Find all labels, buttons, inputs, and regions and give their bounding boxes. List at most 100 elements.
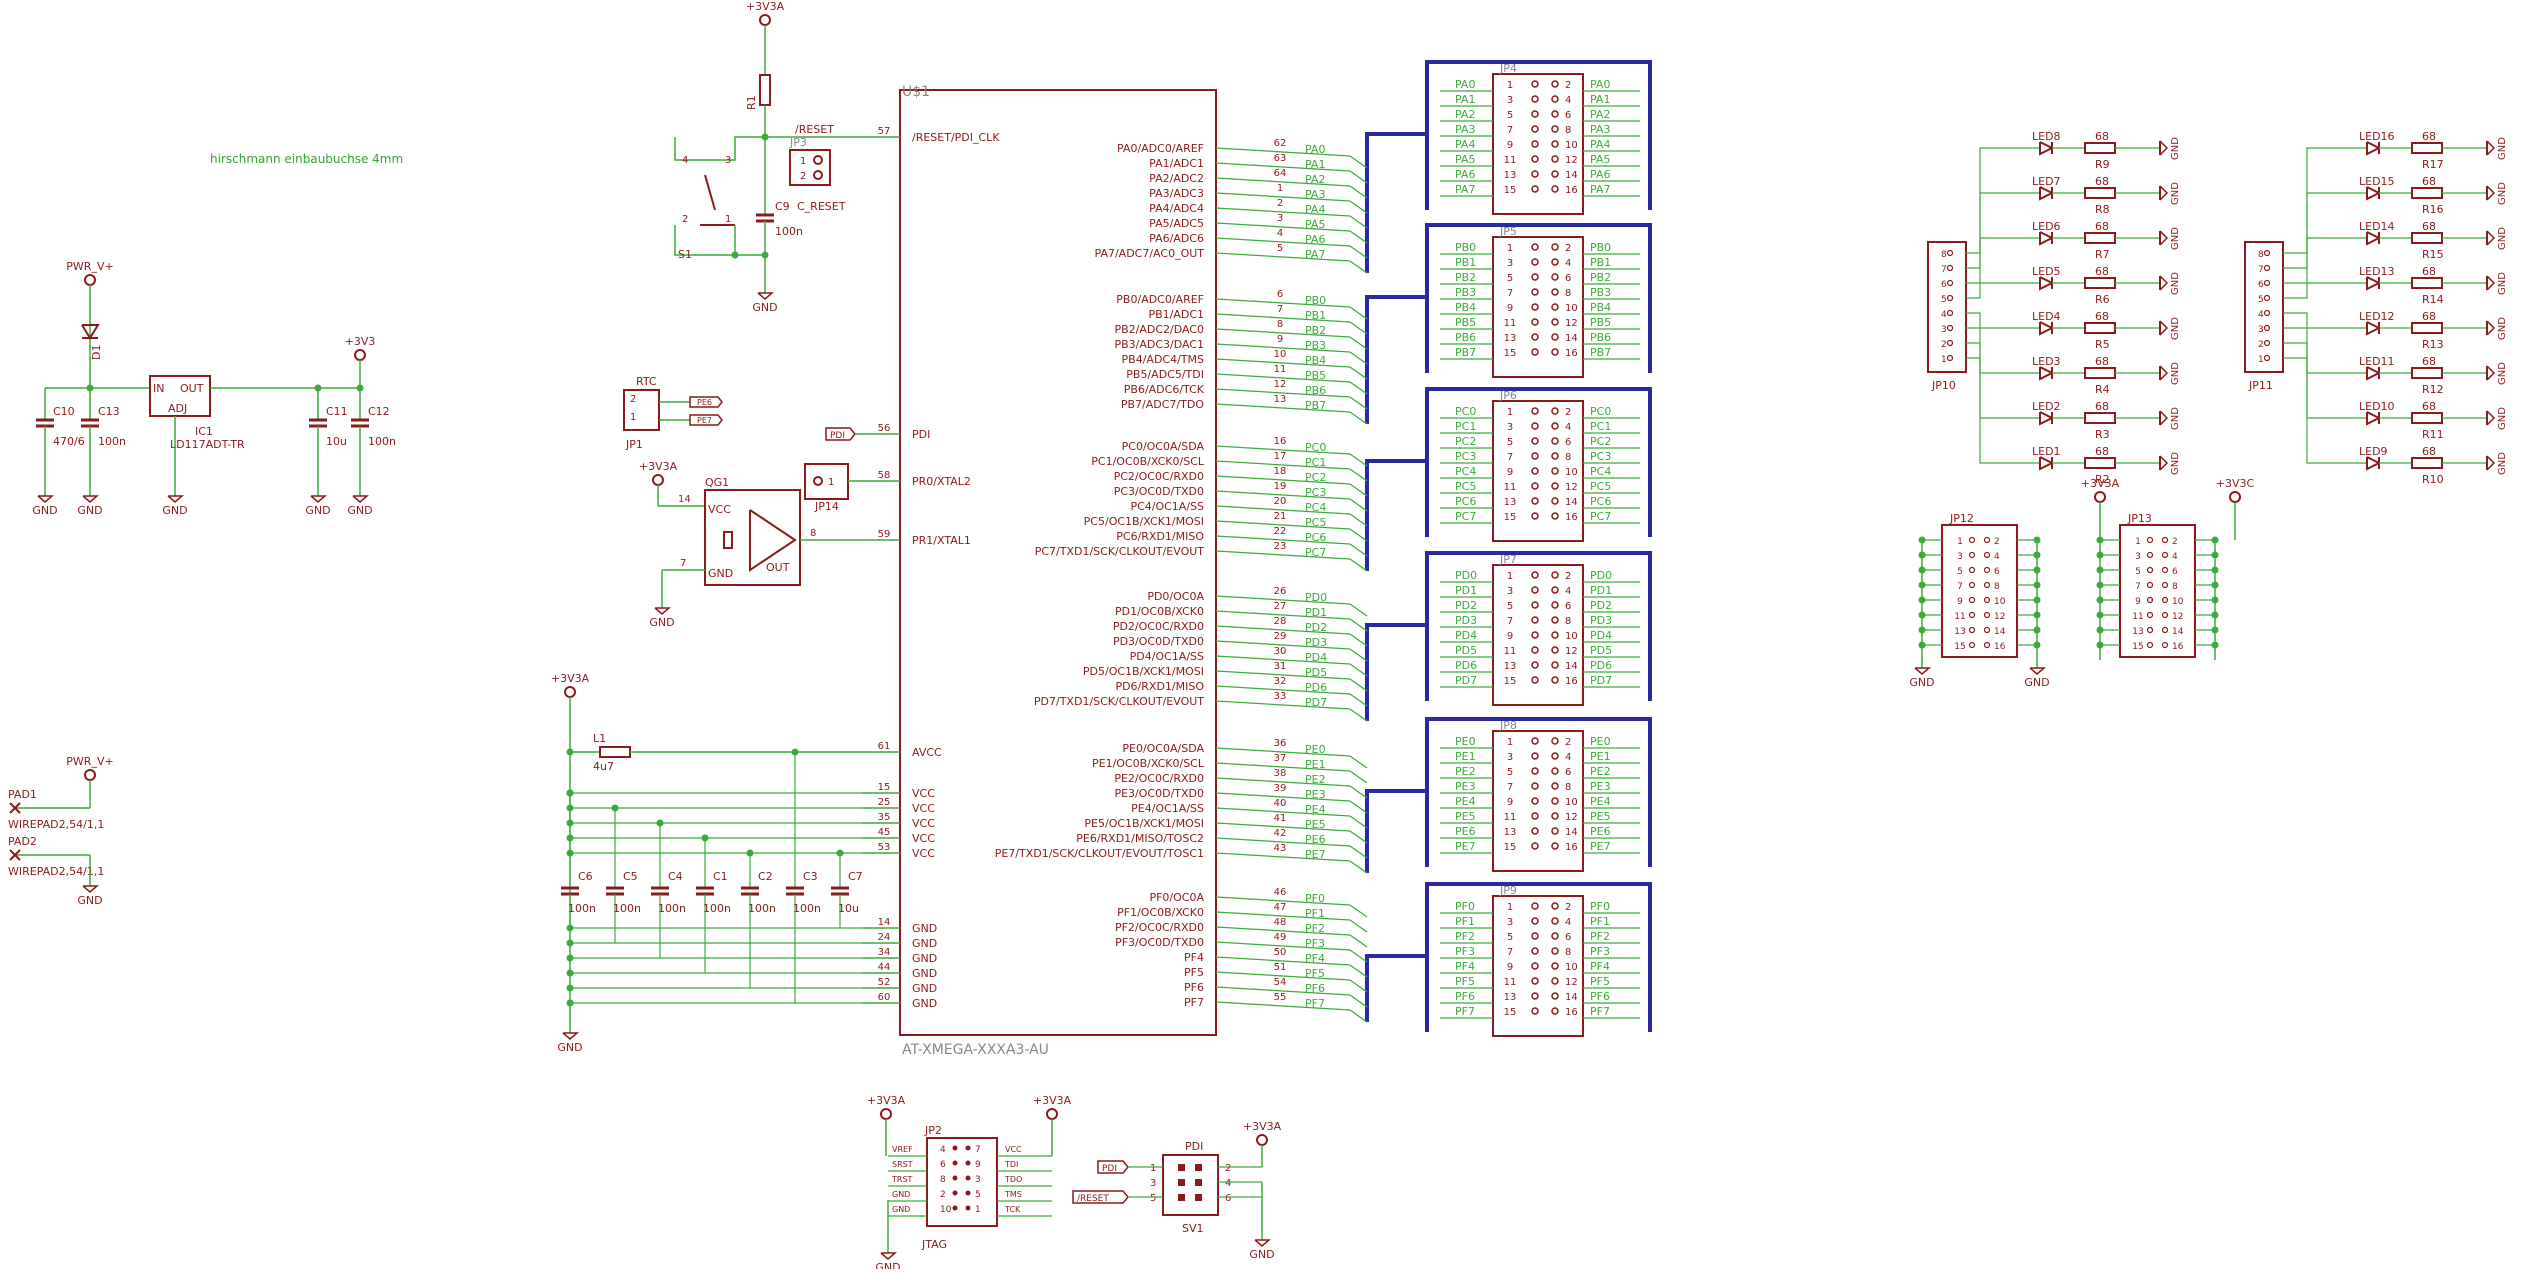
sv1-pin-num: 1 [1150, 1163, 1156, 1174]
dual-header-pin: 13 [2132, 627, 2143, 637]
header-pin-num: 8 [1565, 616, 1571, 627]
sv1-pdi-net: PDI [1102, 1164, 1117, 1174]
header-ref: JP8 [1499, 719, 1517, 732]
led-wire [1966, 357, 2040, 464]
gnd-arrow [2159, 365, 2169, 381]
port-pin-name: PB7/ADC7/TDO [1121, 398, 1204, 411]
led-gnd: GND [2170, 182, 2181, 205]
header-pin [1531, 467, 1539, 475]
header-pin [1551, 902, 1559, 910]
port-pin-num: 38 [1274, 768, 1287, 779]
dual-header-dot [1968, 566, 1976, 574]
bus-entry [1349, 260, 1368, 274]
sv1-pin [1178, 1179, 1185, 1186]
resistor [2411, 277, 2443, 289]
header-pin [1531, 95, 1539, 103]
vcc-pin-name: VCC [912, 832, 935, 845]
decap-ref: C2 [758, 870, 773, 883]
port-pin-num: 29 [1274, 631, 1287, 642]
resistor-ref: R3 [2095, 428, 2110, 441]
port-pin-num: 8 [1277, 319, 1283, 330]
dual-header [1941, 524, 2018, 658]
gnd-symbol [167, 495, 185, 503]
header-right-net: PB2 [1590, 271, 1611, 284]
led-connector-pin: 4 [1941, 310, 1947, 320]
oscillator-qg1 [704, 489, 801, 586]
gnd-arrow [2159, 410, 2169, 426]
header-pin-num: 9 [1507, 797, 1513, 808]
port-wire [1215, 1001, 1351, 1011]
header-connector [1492, 73, 1584, 215]
bus-entry [1349, 860, 1368, 874]
header-left-net: PE6 [1455, 825, 1476, 838]
sv1-pin [1178, 1194, 1185, 1201]
header-pin [1531, 422, 1539, 430]
header-pin-num: 5 [1507, 932, 1513, 943]
header-pin [1551, 616, 1559, 624]
led-connector-pin-dot [1946, 264, 1954, 272]
header-left-net: PC5 [1455, 480, 1476, 493]
bus-entry [1349, 528, 1368, 542]
header-right-net: PD6 [1590, 659, 1612, 672]
header-pin-num: 6 [1565, 273, 1571, 284]
header-left-net: PF4 [1455, 960, 1475, 973]
decap-value: 10u [838, 902, 859, 915]
bus-entry [1349, 815, 1368, 829]
jtag-left-net: SRST [892, 1160, 913, 1169]
led-connector-pin-dot [1946, 309, 1954, 317]
led-connector-pin: 8 [2258, 250, 2264, 260]
header-pin [1531, 676, 1539, 684]
gnd-pin-name: GND [912, 937, 937, 950]
header-right-net: PD3 [1590, 614, 1612, 627]
port-wire [1215, 926, 1351, 936]
led-ref: LED1 [2032, 445, 2061, 458]
dual-header-pin: 16 [2172, 642, 2184, 652]
header-pin [1531, 170, 1539, 178]
bus-entry [1349, 483, 1368, 497]
net-label: PE4 [1305, 803, 1326, 816]
port-wire [1215, 535, 1351, 545]
port-wire [1215, 625, 1351, 635]
header-bus-frame [1425, 60, 1652, 210]
bus-entry [1349, 845, 1368, 859]
r1-label: R1 [745, 95, 758, 110]
header-left-net: PD3 [1455, 614, 1477, 627]
header-pin [1551, 125, 1559, 133]
led-gnd: GND [2170, 452, 2181, 475]
jp1-pin: 1 [630, 412, 636, 423]
header-right-net: PB4 [1590, 301, 1611, 314]
supply-symbol [759, 14, 771, 26]
c9-value: 100n [775, 225, 803, 238]
junction-dot [566, 984, 574, 992]
dual-header-pin: 2 [2172, 537, 2178, 547]
net-label: PB5 [1305, 369, 1326, 382]
pad2-ref: PAD2 [8, 835, 37, 848]
net-label: PF5 [1305, 967, 1325, 980]
port-pin-num: 13 [1274, 394, 1287, 405]
led-ref: LED5 [2032, 265, 2061, 278]
header-pin [1551, 827, 1559, 835]
jtag-pin [965, 1190, 971, 1196]
dual-header-pin: 8 [1994, 582, 2000, 592]
header-left-net: PC0 [1455, 405, 1476, 418]
dual-header-dot [1968, 536, 1976, 544]
net-label: PA7 [1305, 248, 1325, 261]
port-pin-num: 16 [1274, 436, 1287, 447]
header-left-net: PA5 [1455, 153, 1475, 166]
resistor-ref: R15 [2422, 248, 2444, 261]
header-right-net: PE4 [1590, 795, 1611, 808]
header-pin [1551, 767, 1559, 775]
jtag-right-net: TDO [1004, 1175, 1022, 1184]
header-pin [1531, 512, 1539, 520]
header-pin-num: 13 [1504, 497, 1517, 508]
header-pin [1531, 782, 1539, 790]
header-pin-num: 14 [1565, 333, 1578, 344]
header-pin [1531, 962, 1539, 970]
bus-entry [1349, 1009, 1368, 1023]
junction-dot [566, 748, 574, 756]
port-pin-name: PC5/OC1B/XCK1/MOSI [1084, 515, 1204, 528]
led-wire [2283, 312, 2367, 329]
header-pin-num: 12 [1565, 482, 1578, 493]
header-pin-num: 14 [1565, 170, 1578, 181]
header-pin-num: 14 [1565, 827, 1578, 838]
